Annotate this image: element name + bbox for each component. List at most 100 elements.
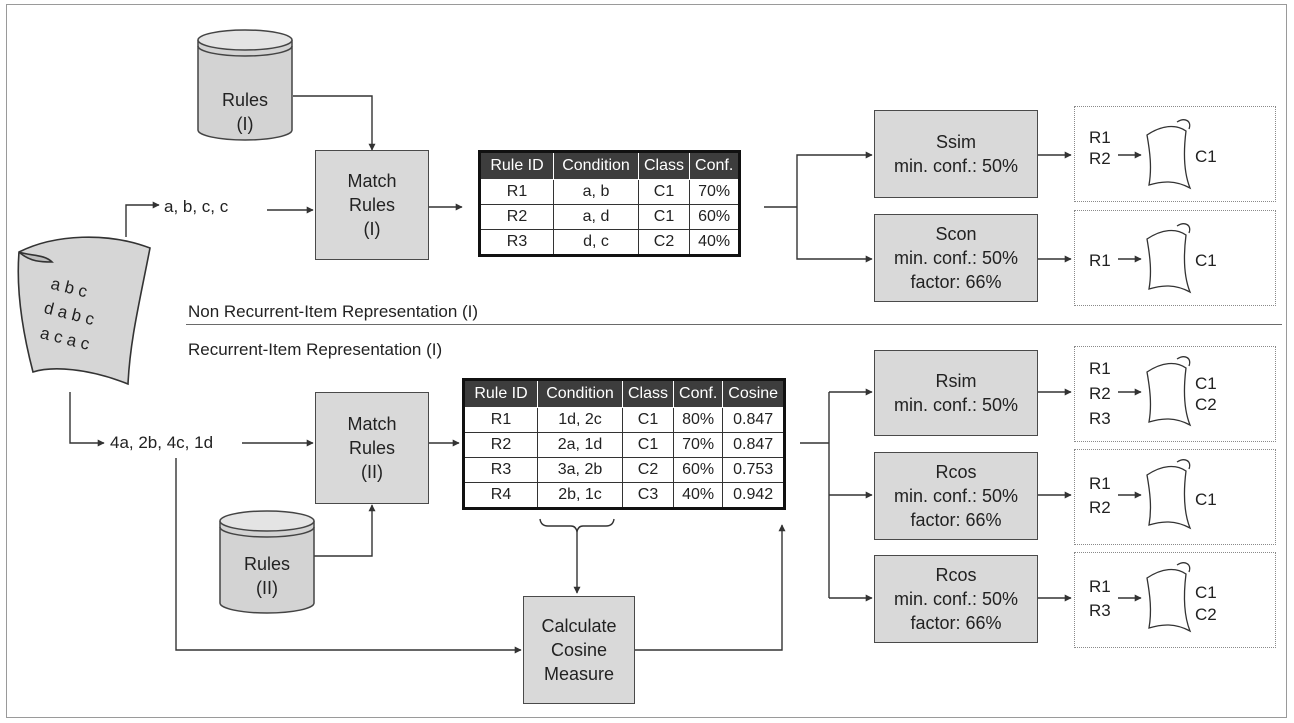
output-rule: R1 xyxy=(1089,251,1111,270)
table-header-cell: Rule ID xyxy=(479,151,554,180)
table-header-row: Rule ID Condition Class Conf. xyxy=(479,151,741,180)
table-cell: R2 xyxy=(463,432,538,458)
table-cell: R3 xyxy=(479,229,554,256)
output-box-rcos-2: R1 R3 C1 C2 xyxy=(1074,552,1276,648)
table-cell: 2a, 1d xyxy=(537,432,623,458)
table-cell: 70% xyxy=(689,179,741,205)
box-line: Match xyxy=(347,414,397,434)
section-label-recurrent: Recurrent-Item Representation (I) xyxy=(188,340,443,359)
strategy-name: Ssim xyxy=(936,132,976,152)
calculate-cosine-box: Calculate Cosine Measure xyxy=(523,596,635,704)
table-cell: 0.847 xyxy=(722,432,786,458)
strategy-name: Rsim xyxy=(935,371,977,391)
output-box-rcos-1: R1 R2 C1 xyxy=(1074,449,1276,545)
output-class: C1 xyxy=(1195,490,1217,509)
table-row: R3 3a, 2b C2 60% 0.753 xyxy=(463,457,786,483)
input-document-icon xyxy=(17,236,151,386)
strategy-scon-box: Scon min. conf.: 50% factor: 66% xyxy=(874,214,1038,302)
strategy-factor: factor: 66% xyxy=(910,272,1002,292)
strategy-rsim-box: Rsim min. conf.: 50% xyxy=(874,350,1038,436)
output-document-icon-3 xyxy=(1146,356,1192,427)
table-cell: R4 xyxy=(463,482,538,509)
rules-database-1-icon xyxy=(197,29,293,141)
input-items-bottom: 4a, 2b, 4c, 1d xyxy=(110,433,214,452)
strategy-ssim-box: Ssim min. conf.: 50% xyxy=(874,110,1038,198)
table-cell: C2 xyxy=(637,229,691,256)
output-rule: R3 xyxy=(1089,601,1111,620)
table-header-cell: Conf. xyxy=(689,151,741,180)
output-document-icon-2 xyxy=(1146,223,1192,294)
table-row: R2 2a, 1d C1 70% 0.847 xyxy=(463,432,786,458)
output-class: C1 xyxy=(1195,374,1217,393)
table-cell: 60% xyxy=(689,204,741,230)
table-cell: 0.942 xyxy=(722,482,786,509)
arrow-cosine-to-table2 xyxy=(635,524,786,651)
box-line: Cosine xyxy=(550,640,608,660)
output-rule: R1 xyxy=(1089,359,1111,378)
box-line: Rules xyxy=(348,195,396,215)
rules-database-2-icon xyxy=(219,510,315,614)
table-header-cell: Condition xyxy=(553,151,639,180)
figure-frame xyxy=(6,4,1287,718)
table-cell: C3 xyxy=(621,482,675,509)
arrow-input-to-cosine xyxy=(175,458,522,654)
table-cell: C1 xyxy=(637,204,691,230)
output-rule: R1 xyxy=(1089,474,1111,493)
output-class: C1 xyxy=(1195,147,1217,166)
rules-table-1: Rule ID Condition Class Conf. R1 a, b C1… xyxy=(478,150,742,257)
strategy-min-conf: min. conf.: 50% xyxy=(893,248,1019,268)
table-row: R2 a, d C1 60% xyxy=(479,204,741,230)
output-rule: R2 xyxy=(1089,149,1111,168)
strategy-rcos-box-2: Rcos min. conf.: 50% factor: 66% xyxy=(874,555,1038,643)
strategy-min-conf: min. conf.: 50% xyxy=(893,486,1019,506)
strategy-min-conf: min. conf.: 50% xyxy=(893,156,1019,176)
strategy-min-conf: min. conf.: 50% xyxy=(893,395,1019,415)
table-cell: R3 xyxy=(463,457,538,483)
table-header-cell: Conf. xyxy=(673,379,724,408)
table-cell: 80% xyxy=(673,407,724,433)
table-cell: 3a, 2b xyxy=(537,457,623,483)
input-items-top: a, b, c, c xyxy=(164,197,229,216)
strategy-name: Scon xyxy=(935,224,977,244)
table-header-cell: Class xyxy=(621,379,675,408)
box-line: (II) xyxy=(361,462,383,482)
table-cell: 60% xyxy=(673,457,724,483)
table-cell: 0.753 xyxy=(722,457,786,483)
strategy-min-conf: min. conf.: 50% xyxy=(893,589,1019,609)
strategy-name: Rcos xyxy=(935,565,977,585)
rules-db-sublabel: (II) xyxy=(256,578,278,598)
table-header-cell: Rule ID xyxy=(463,379,538,408)
output-box-scon: R1 C1 xyxy=(1074,210,1276,306)
table-cell: 2b, 1c xyxy=(537,482,623,509)
box-line: Rules xyxy=(348,438,396,458)
output-box-ssim: R1 R2 C1 xyxy=(1074,106,1276,202)
table-cell: 40% xyxy=(673,482,724,509)
output-rule: R3 xyxy=(1089,409,1111,428)
table-cell: R1 xyxy=(463,407,538,433)
box-line: Measure xyxy=(543,664,615,684)
output-rule: R2 xyxy=(1089,384,1111,403)
output-class: C1 xyxy=(1195,251,1217,270)
output-rule: R2 xyxy=(1089,498,1111,517)
table-cell: C1 xyxy=(621,432,675,458)
arrow-doc-to-input-top xyxy=(125,201,160,237)
brace xyxy=(539,518,615,533)
section-label-non-recurrent: Non Recurrent-Item Representation (I) xyxy=(188,302,479,321)
match-rules-1-box: Match Rules (I) xyxy=(315,150,429,260)
table-row: R1 a, b C1 70% xyxy=(479,179,741,205)
table-cell: R2 xyxy=(479,204,554,230)
strategy-factor: factor: 66% xyxy=(910,510,1002,530)
arrow-rules1-to-match1 xyxy=(293,95,376,151)
output-document-icon-5 xyxy=(1146,562,1192,633)
table-header-cell: Cosine xyxy=(722,379,786,408)
table-cell: a, b xyxy=(553,179,639,205)
rules-db-label: Rules xyxy=(221,90,269,110)
output-rule: R1 xyxy=(1089,577,1111,596)
table-row: R4 2b, 1c C3 40% 0.942 xyxy=(463,482,786,509)
box-line: (I) xyxy=(363,219,381,239)
arrow-to-scon xyxy=(796,207,873,263)
table-cell: 40% xyxy=(689,229,741,256)
section-divider xyxy=(186,324,1282,325)
